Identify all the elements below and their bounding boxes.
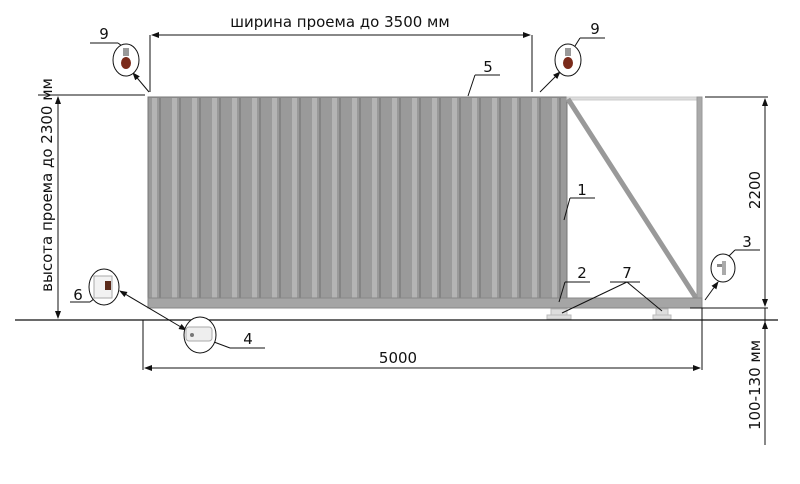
gate-length-label: 5000 — [379, 349, 417, 367]
panel-rib — [272, 98, 277, 300]
panel-rib — [452, 98, 457, 300]
panel-rib — [552, 98, 557, 300]
panel-rib — [152, 98, 157, 300]
panel-rib-shadow — [359, 98, 361, 300]
panel-rib-shadow — [379, 98, 381, 300]
callout-9-left: 9 — [99, 25, 140, 77]
panel-rib — [372, 98, 377, 300]
panel-rib-shadow — [459, 98, 461, 300]
panel-rib-shadow — [539, 98, 541, 300]
callout-2-label: 2 — [577, 264, 587, 282]
panel-rib — [172, 98, 177, 300]
panel-rib-shadow — [219, 98, 221, 300]
callout-label: 4 — [243, 330, 253, 348]
callout-1-label: 1 — [577, 181, 587, 199]
panel-rib-shadow — [299, 98, 301, 300]
panel-rib — [492, 98, 497, 300]
panel-rib-shadow — [559, 98, 561, 300]
callout-3: 3 — [710, 233, 752, 283]
panel-rib-shadow — [339, 98, 341, 300]
panel-rib-shadow — [279, 98, 281, 300]
panel-rib — [532, 98, 537, 300]
control-box-icon — [93, 275, 113, 299]
panel-rib — [212, 98, 217, 300]
clearance-label: 100-130 мм — [746, 340, 764, 430]
gate-frame — [147, 96, 703, 309]
support-rollers — [546, 308, 672, 320]
upper-guide-roller-icon — [121, 48, 131, 69]
panel-rib — [252, 98, 257, 300]
panel-rib — [472, 98, 477, 300]
callout-label: 6 — [73, 286, 83, 304]
callout-9-right: 9 — [554, 20, 600, 77]
end-catcher-icon — [717, 261, 726, 275]
panel-rib-shadow — [239, 98, 241, 300]
panel-rib-shadow — [499, 98, 501, 300]
callout-label: 3 — [742, 233, 752, 251]
panel-rib — [192, 98, 197, 300]
gate-motor-icon — [185, 326, 213, 342]
panel-rib-shadow — [179, 98, 181, 300]
panel-rib — [432, 98, 437, 300]
panel-rib-shadow — [399, 98, 401, 300]
callout-6: 6 — [73, 268, 120, 306]
panel-rib-shadow — [479, 98, 481, 300]
gate-panel — [147, 96, 568, 302]
panel-rib-shadow — [419, 98, 421, 300]
panel-rib-shadow — [199, 98, 201, 300]
panel-rib — [392, 98, 397, 300]
panel-ribs — [152, 98, 561, 300]
opening-height-label: высота проема до 2300 мм — [38, 78, 56, 292]
panel-rib-shadow — [319, 98, 321, 300]
dimension-lines — [38, 32, 768, 445]
callout-5-label: 5 — [483, 58, 493, 76]
gate-height-label: 2200 — [746, 171, 764, 209]
callout-7-label: 7 — [622, 264, 632, 282]
panel-rib — [332, 98, 337, 300]
callout-leaders — [70, 37, 760, 349]
panel-rib — [312, 98, 317, 300]
panel-rib — [412, 98, 417, 300]
panel-rib — [512, 98, 517, 300]
panel-rib-shadow — [259, 98, 261, 300]
callout-label: 9 — [99, 25, 109, 43]
callout-4: 4 — [183, 316, 253, 354]
panel-rib — [352, 98, 357, 300]
callout-label: 9 — [590, 20, 600, 38]
upper-guide-roller-icon — [563, 48, 573, 69]
panel-rib-shadow — [159, 98, 161, 300]
panel-rib-shadow — [519, 98, 521, 300]
panel-rib — [232, 98, 237, 300]
opening-width-label: ширина проема до 3500 мм — [230, 13, 449, 31]
panel-rib — [292, 98, 297, 300]
panel-rib-shadow — [439, 98, 441, 300]
